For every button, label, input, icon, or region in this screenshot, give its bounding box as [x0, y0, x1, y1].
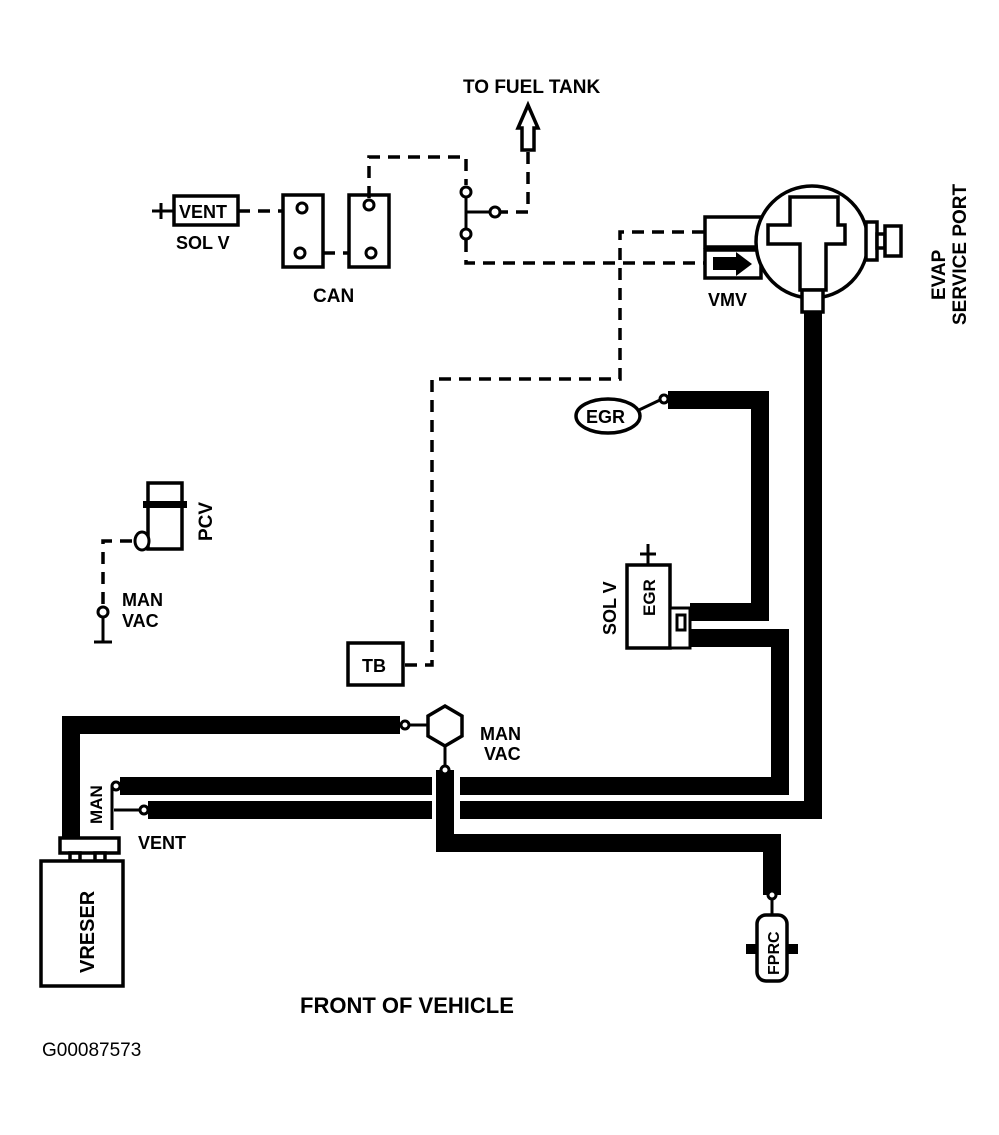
vent-port: [138, 804, 150, 816]
vmv-group: VMV: [405, 215, 763, 667]
vreser-top-hose: [62, 716, 400, 845]
egr-hose: [668, 391, 769, 621]
pcv-nipple: [133, 530, 151, 552]
vent-solenoid: VENT SOL V: [152, 194, 282, 253]
vreser-label: VRESER: [77, 890, 99, 973]
tee-to-vmv-line: [464, 240, 704, 265]
tee-port-top: [459, 185, 473, 199]
egr-valve-group: EGR: [574, 391, 769, 621]
tb-box: [346, 641, 405, 687]
to-fuel-tank-group: TO FUEL TANK: [463, 77, 601, 214]
vreser-body: [39, 859, 125, 988]
manvac-hose-end: [399, 719, 411, 731]
figure-id: G00087573: [42, 1040, 142, 1061]
tee-junction: [459, 185, 704, 265]
egr-valve-label: EGR: [586, 407, 625, 427]
vmv-to-tb-line: [405, 230, 704, 667]
manvac-to-fprc-hose: [436, 770, 781, 895]
man-vac-left-label-2: VAC: [122, 611, 159, 631]
egr-solenoid-label: EGR: [640, 579, 659, 616]
can-port-4: [364, 246, 378, 260]
evap-side-cap-3: [883, 224, 903, 258]
fprc-group: FPRC: [746, 889, 798, 983]
tb-label: TB: [362, 656, 386, 676]
man-vac-hexagon: [426, 703, 464, 749]
pcv-label: PCV: [196, 502, 217, 541]
manvac-down-port: [439, 764, 451, 776]
vent-sol-box: [172, 194, 240, 227]
man-vac-left-label-1: MAN: [122, 590, 163, 610]
throttle-body: TB: [346, 641, 405, 687]
tee-port-bottom: [459, 227, 473, 241]
diagram-title: FRONT OF VEHICLE: [300, 993, 514, 1018]
pcv-group: PCV MAN VAC: [94, 481, 217, 644]
tee-port-right: [488, 205, 502, 219]
vreser-group: MAN VENT VRESER: [39, 780, 186, 988]
evap-label: EVAP: [929, 249, 950, 300]
egr-sol-port-detail: [675, 613, 687, 632]
service-port-label: SERVICE PORT: [950, 183, 971, 325]
vmv-flow-arrow-icon: [713, 252, 752, 276]
man-label: MAN: [87, 785, 106, 824]
fprc-port: [766, 889, 778, 901]
evap-stem: [800, 288, 825, 314]
egr-valve-port: [658, 393, 670, 405]
vreser-cap: [58, 836, 121, 855]
egr-sol-to-man-hose: [460, 629, 789, 795]
to-fuel-tank-label: TO FUEL TANK: [463, 77, 601, 98]
can-port-1: [295, 201, 309, 215]
evap-service-port: EVAP SERVICE PORT: [754, 183, 971, 325]
charcoal-canister: CAN: [281, 155, 468, 307]
fprc-left-tab: [746, 944, 757, 954]
can-port-3: [362, 198, 376, 212]
pcv-body: [146, 503, 184, 551]
vent-label: VENT: [179, 202, 227, 222]
vent-bottom-label: VENT: [138, 833, 186, 853]
sol-v-egr-label: SOL V: [600, 581, 620, 635]
egr-valve-stem: [638, 398, 661, 412]
can-to-tee-line: [367, 155, 468, 198]
sol-v-label: SOL V: [176, 233, 230, 253]
man-vac-center-label-2: VAC: [484, 744, 521, 764]
man-vac-center-label-1: MAN: [480, 724, 521, 744]
fprc-right-tab: [787, 944, 798, 954]
egr-valve: [574, 397, 642, 435]
vacuum-hoses: [62, 312, 822, 895]
vmv-upper-box: [703, 215, 763, 249]
fprc-label: FPRC: [766, 931, 783, 975]
vmv-label: VMV: [708, 290, 747, 310]
pcv-band: [143, 501, 187, 508]
pcv-to-manvac-line: [101, 539, 132, 605]
egr-solenoid-box: [625, 563, 672, 650]
fuel-tank-arrow-icon: [515, 100, 541, 152]
pcv-manvac-port: [96, 605, 110, 619]
man-vac-center: MAN VAC: [399, 703, 521, 776]
can-port-2: [293, 246, 307, 260]
can-label: CAN: [313, 286, 354, 307]
egr-solenoid-group: EGR SOL V: [600, 544, 692, 650]
evap-t-fitting: [766, 195, 847, 292]
evap-to-vent-hose: [460, 312, 822, 819]
